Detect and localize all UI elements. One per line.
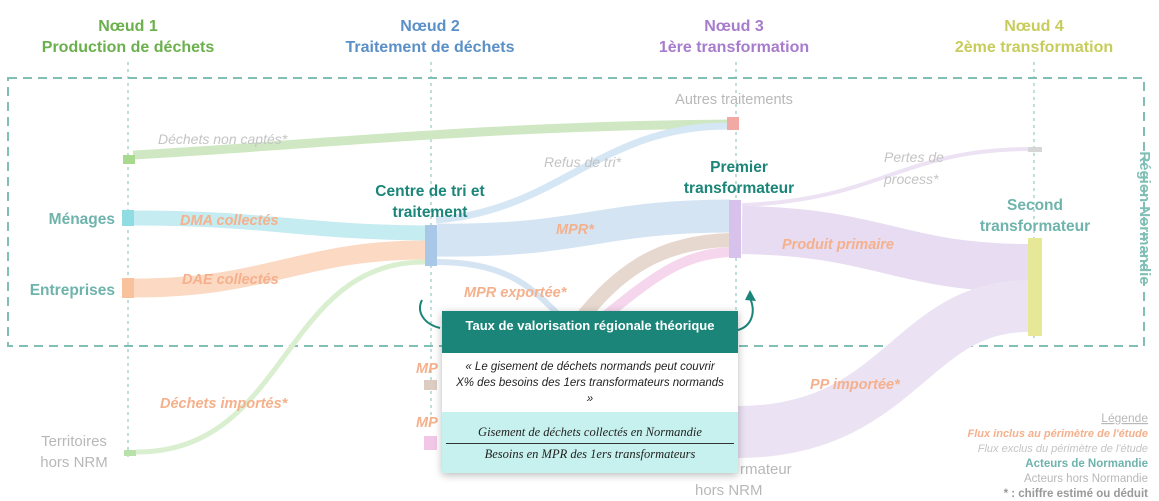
node-bar-centre-tri xyxy=(425,225,437,266)
node3-title: Nœud 3 xyxy=(704,18,764,35)
actor-premier-line1: Premier xyxy=(710,159,768,176)
actor-premier-line2: transformateur xyxy=(684,180,794,197)
arrow-right-icon xyxy=(737,297,754,331)
box-title: Taux de valorisation régionale théorique xyxy=(442,311,738,353)
flow-label-mpr: MPR* xyxy=(556,222,595,238)
flow-label-mp-partial-1: MP xyxy=(416,361,438,377)
actor-pertes-line2: process* xyxy=(883,171,939,187)
arrow-right-head-icon xyxy=(745,290,756,301)
actor-territoires-line1: Territoires xyxy=(41,433,107,450)
legend-item-inscope: Flux inclus au périmètre de l'étude xyxy=(968,428,1149,440)
flow-label-non-captes: Déchets non captés* xyxy=(158,131,288,147)
actor-menages: Ménages xyxy=(49,211,115,228)
flow-label-dechets-importes: Déchets importés* xyxy=(160,396,289,412)
flow-dechets-importes xyxy=(135,259,426,455)
legend-item-actor: Acteurs de Normandie xyxy=(1025,458,1148,470)
node-bar-menages xyxy=(122,210,134,226)
node-bar-pertes xyxy=(1028,147,1042,152)
flow-dma-collectes xyxy=(133,210,426,241)
actor-second-line1: Second xyxy=(1007,197,1063,214)
flow-mpr-import-pink xyxy=(596,247,731,324)
node4-subtitle: 2ème transformation xyxy=(955,39,1113,56)
node-bar-non-captes xyxy=(123,155,135,164)
node2-subtitle: Traitement de déchets xyxy=(346,39,515,56)
node1-subtitle: Production de déchets xyxy=(42,39,215,56)
node-bar-second xyxy=(1028,238,1042,336)
actor-autres-traitements: Autres traitements xyxy=(675,92,793,108)
legend-title: Légende xyxy=(1101,411,1148,425)
flow-label-refus: Refus de tri* xyxy=(544,154,622,170)
flow-pertes-process xyxy=(741,147,1029,207)
flow-label-produit-primaire: Produit primaire xyxy=(782,237,894,253)
node-bar-mp-brown xyxy=(424,380,437,390)
valorisation-rate-box: Taux de valorisation régionale théorique… xyxy=(442,311,738,473)
region-label: Région Normandie xyxy=(1136,151,1153,284)
flow-mpr-import-brown xyxy=(574,233,731,325)
node-bar-territoires xyxy=(124,450,136,456)
box-quote: « Le gisement de déchets normands peut c… xyxy=(456,361,724,405)
actor-territoires-line2: hors NRM xyxy=(40,454,108,471)
flow-pp-importee xyxy=(737,280,1030,458)
flow-label-pp-importee: PP importée* xyxy=(810,377,901,393)
arrow-left-icon xyxy=(419,299,441,329)
node2-title: Nœud 2 xyxy=(400,18,460,35)
node-bar-premier xyxy=(729,200,741,258)
flow-label-dma: DMA collectés xyxy=(180,213,279,229)
actor-entreprises: Entreprises xyxy=(30,282,115,299)
formula-numerator: Gisement de déchets collectés en Normand… xyxy=(478,425,702,439)
actor-centre-tri-line1: Centre de tri et xyxy=(375,183,484,200)
flow-produit-primaire xyxy=(741,206,1029,292)
actor-centre-tri-line2: traitement xyxy=(393,204,468,221)
actor-transfo-hors-line1: rmateur xyxy=(740,461,792,478)
legend-item-note: * : chiffre estimé ou déduit xyxy=(1004,488,1149,500)
flow-refus-de-tri xyxy=(435,122,729,224)
flow-label-mpr-exportee: MPR exportée* xyxy=(464,285,568,301)
node1-title: Nœud 1 xyxy=(98,18,158,35)
flow-label-mp-partial-2: MP xyxy=(416,415,438,431)
node4-title: Nœud 4 xyxy=(1004,18,1064,35)
node3-subtitle: 1ère transformation xyxy=(659,39,809,56)
flow-mpr xyxy=(436,199,731,257)
flow-dechets-non-captes xyxy=(132,119,729,160)
node-bar-mp-pink xyxy=(424,436,437,450)
legend-item-outside: Acteurs hors Normandie xyxy=(1024,473,1148,485)
actor-transfo-hors-line2: hors NRM xyxy=(695,482,763,499)
actor-pertes-line1: Pertes de xyxy=(884,149,944,165)
formula-denominator: Besoins en MPR des 1ers transformateurs xyxy=(484,447,696,461)
formula-fraction-bar xyxy=(446,443,734,444)
flow-label-dae: DAE collectés xyxy=(182,272,279,288)
legend-item-outscope: Flux exclus du périmètre de l'étude xyxy=(978,443,1148,455)
node-bar-entreprises xyxy=(122,278,134,298)
node-bar-autres-traitements xyxy=(727,117,739,130)
flow-dae-collectes xyxy=(133,240,426,298)
box-formula: Gisement de déchets collectés en Normand… xyxy=(442,412,738,473)
actor-second-line2: transformateur xyxy=(980,218,1090,235)
